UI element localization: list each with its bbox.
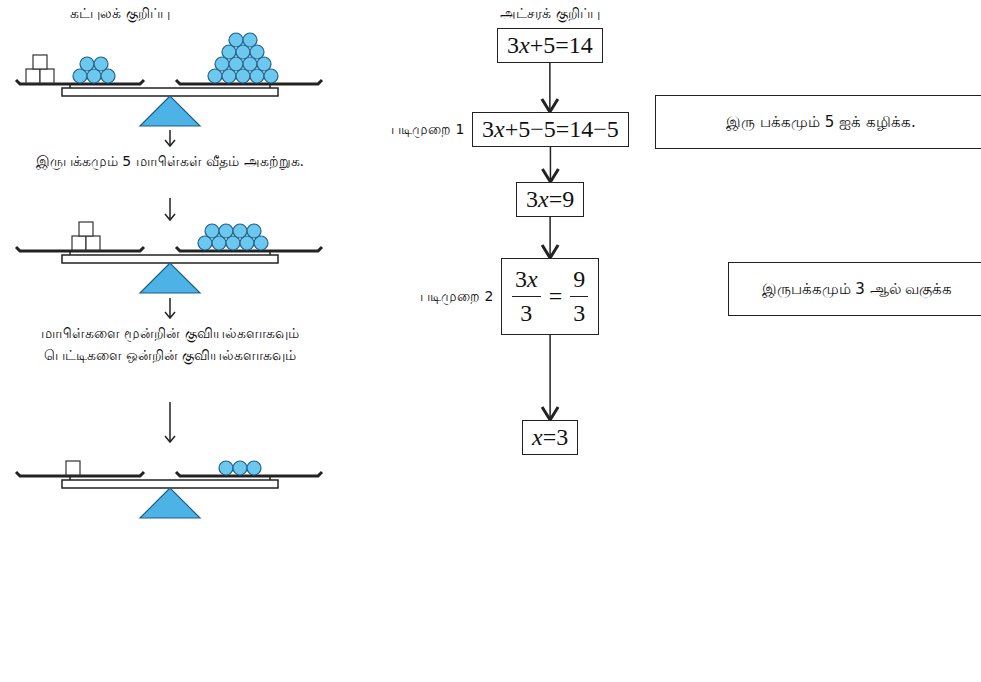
- balance-scale: [16, 461, 322, 518]
- caption-text: கட்புலக் குறிப்பு: [15, 2, 225, 24]
- numerator: 3x: [512, 265, 541, 297]
- step-label: படிமுறை 1: [391, 118, 464, 140]
- beam: [62, 88, 278, 96]
- connector-line: [549, 217, 551, 258]
- down-arrow: [165, 130, 175, 146]
- marble: [233, 224, 247, 238]
- marble: [229, 33, 243, 47]
- balance-scale: [16, 33, 322, 126]
- marbles: [73, 33, 278, 83]
- connector-arrow: [542, 217, 558, 258]
- instruction-box: இருபக்கமும் 3 ஆல் வகுக்க: [728, 262, 981, 316]
- marble: [233, 461, 247, 475]
- arrow-line: [169, 198, 171, 220]
- connector-line: [549, 335, 551, 420]
- down-arrow: [165, 298, 175, 318]
- equation-text: 3x=9: [526, 186, 574, 212]
- marble: [219, 224, 233, 238]
- numerator: 9: [570, 265, 588, 297]
- connector-arrow: [542, 147, 558, 182]
- fraction: 3x3: [512, 265, 541, 328]
- post: [269, 84, 271, 88]
- marble: [94, 57, 108, 71]
- box: [79, 222, 93, 236]
- caption-text: அட்சரக் குறிப்பு: [440, 2, 660, 24]
- marble: [219, 461, 233, 475]
- balance-scale: [16, 222, 322, 293]
- post: [269, 476, 271, 480]
- connector-line: [550, 147, 552, 182]
- beam: [62, 255, 278, 263]
- equation-box: 3x3=93: [501, 258, 599, 335]
- arrow-head: [165, 436, 175, 442]
- arrow-head: [165, 214, 175, 220]
- variable: x: [532, 424, 543, 450]
- post: [69, 251, 71, 255]
- marbles: [198, 224, 268, 250]
- arrow-head: [165, 140, 175, 146]
- equation-box: x=3: [522, 420, 578, 455]
- marble: [205, 224, 219, 238]
- equation-box: 3x+5=14: [497, 28, 603, 63]
- fulcrum: [140, 488, 200, 518]
- box: [26, 69, 40, 83]
- marble: [247, 224, 261, 238]
- arrow-line: [169, 298, 171, 318]
- box: [40, 69, 54, 83]
- post: [269, 251, 271, 255]
- connector-line: [549, 63, 551, 112]
- instruction-box: இரு பக்கமும் 5 ஐக் கழிக்க.: [655, 95, 981, 149]
- post: [69, 476, 71, 480]
- caption-text: மாபிள்களை மூன்றின் குவியல்களாகவும் பெட்ட…: [30, 322, 310, 367]
- box: [86, 236, 100, 250]
- marble: [80, 57, 94, 71]
- arrow-head: [542, 245, 558, 258]
- arrow-head: [165, 312, 175, 318]
- box: [72, 236, 86, 250]
- denominator: 3: [570, 297, 588, 328]
- box: [33, 55, 47, 69]
- variable: x: [527, 266, 538, 292]
- instruction-text: இருபக்கமும் 3 ஆல் வகுக்க: [745, 277, 969, 301]
- arrow-head: [542, 169, 558, 182]
- variable: x: [494, 116, 505, 142]
- equation-text: x=3: [532, 424, 568, 450]
- fulcrum: [140, 263, 200, 293]
- fulcrum: [140, 96, 200, 126]
- post: [69, 84, 71, 88]
- arrow-head: [542, 99, 558, 112]
- variable: x: [519, 32, 530, 58]
- arrow-line: [169, 130, 171, 146]
- equation-text: 3x+5=14: [507, 32, 593, 58]
- caption-text: இருபக்கமும் 5 மாபிள்கள் வீதம் அகற்றுக.: [25, 150, 315, 172]
- connector-arrow: [542, 63, 558, 112]
- step-label: படிமுறை 2: [420, 285, 493, 307]
- connector-arrow: [542, 335, 558, 420]
- marble: [247, 461, 261, 475]
- box: [66, 461, 80, 475]
- variable: x: [538, 186, 549, 212]
- equals-sign: =: [541, 282, 571, 311]
- down-arrow: [165, 402, 175, 442]
- instruction-text: இரு பக்கமும் 5 ஐக் கழிக்க.: [672, 110, 970, 134]
- equation-text: 3x+5−5=14−5: [482, 116, 619, 142]
- marbles: [219, 461, 261, 475]
- down-arrow: [165, 198, 175, 220]
- denominator: 3: [517, 297, 535, 328]
- marble: [243, 33, 257, 47]
- arrow-head: [542, 407, 558, 420]
- fraction: 93: [570, 265, 588, 328]
- beam: [62, 480, 278, 488]
- arrow-line: [169, 402, 171, 442]
- equation-box: 3x+5−5=14−5: [472, 112, 629, 147]
- equation-box: 3x=9: [516, 182, 584, 217]
